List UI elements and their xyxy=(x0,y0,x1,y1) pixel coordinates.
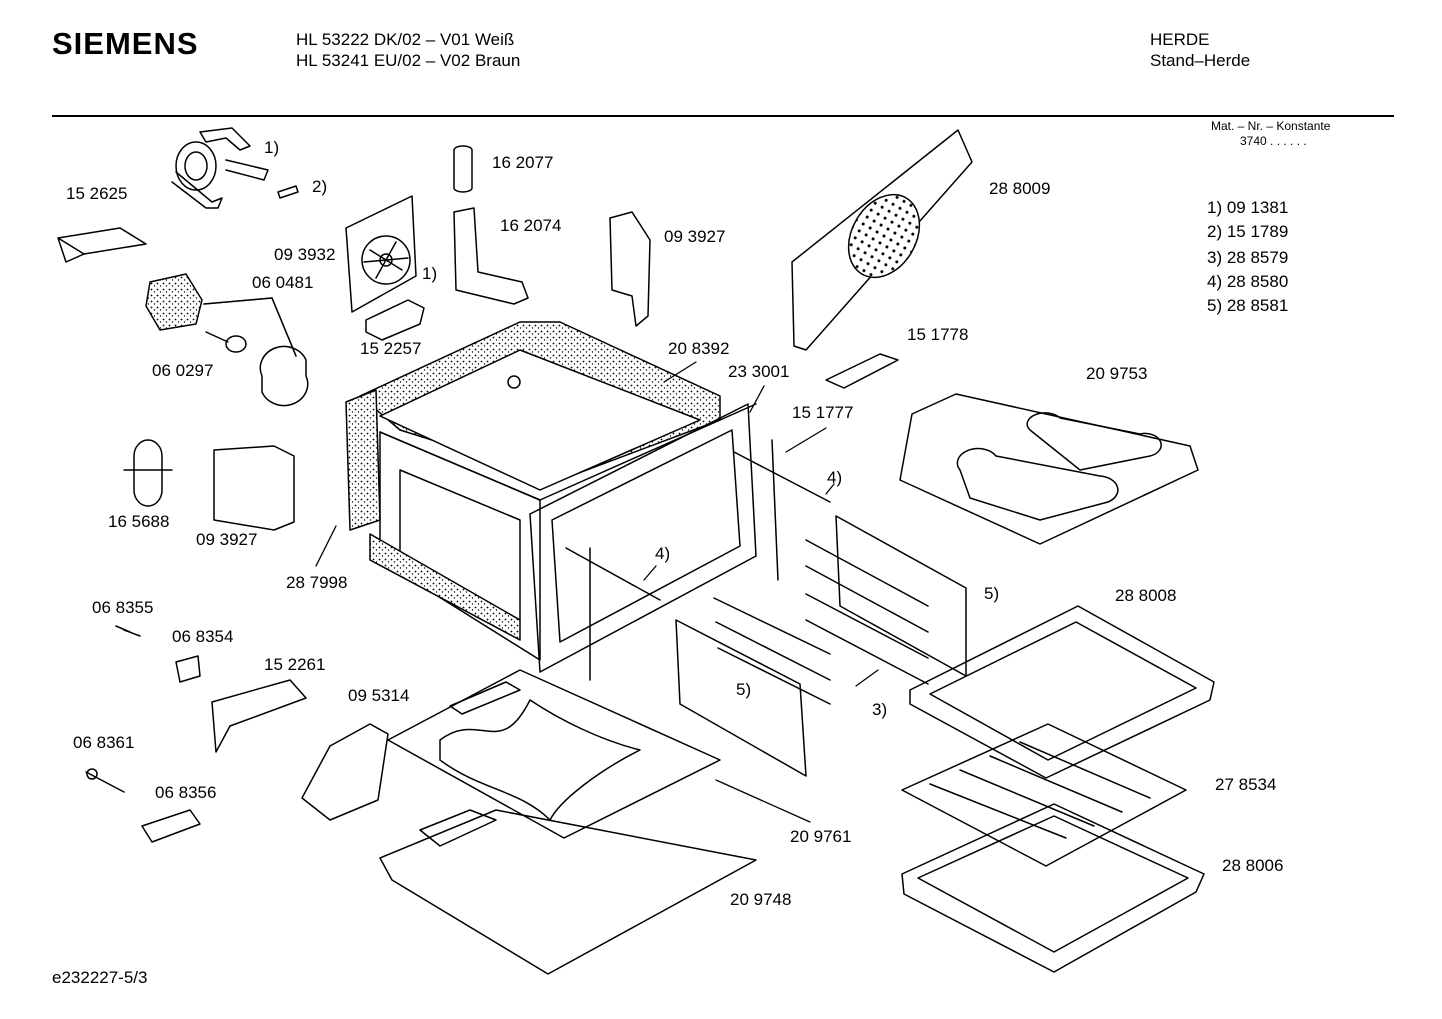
document-code: e232227-5/3 xyxy=(52,968,148,987)
terminal-block-part xyxy=(212,680,306,752)
baking-tray-upper xyxy=(910,606,1214,778)
side-bracket-part xyxy=(610,212,650,326)
part-label-ref-4a: 4) xyxy=(827,468,843,487)
part-label-209761: 20 9761 xyxy=(790,827,852,846)
part-label-ref-1b: 1) xyxy=(422,264,438,283)
wire-rack xyxy=(902,724,1186,866)
oven-cavity xyxy=(346,322,756,672)
side-rack-left xyxy=(676,598,830,776)
tube-part xyxy=(454,146,472,192)
small-plate-part xyxy=(826,354,898,388)
part-label-278534: 27 8534 xyxy=(1215,775,1277,794)
rail-upper xyxy=(734,452,830,502)
screw-part xyxy=(116,626,140,636)
part-label-287998: 28 7998 xyxy=(286,573,348,592)
part-label-152261: 15 2261 xyxy=(264,655,326,674)
bolt-part xyxy=(86,772,124,792)
top-cover-plate xyxy=(792,130,972,350)
part-label-060297: 06 0297 xyxy=(152,361,214,380)
bottom-heating-element xyxy=(388,670,720,838)
part-label-288008: 28 8008 xyxy=(1115,586,1177,605)
legend-item-1: 1) 09 1381 xyxy=(1207,198,1289,217)
leader-lines xyxy=(204,298,878,822)
l-bracket-part xyxy=(454,208,528,304)
gasket-part xyxy=(366,300,424,340)
category-1: HERDE xyxy=(1150,30,1210,49)
brand-logo: SIEMENS xyxy=(52,26,199,61)
side-rack-right xyxy=(806,516,966,684)
bottom-plate xyxy=(380,810,756,974)
part-label-288009: 28 8009 xyxy=(989,179,1051,198)
part-label-209748: 20 9748 xyxy=(730,890,792,909)
part-label-151778: 15 1778 xyxy=(907,325,969,344)
part-label-152257: 15 2257 xyxy=(360,339,422,358)
part-label-152625: 15 2625 xyxy=(66,184,128,203)
mat-nr-value: 3740 . . . . . . xyxy=(1240,134,1307,148)
part-label-233001: 23 3001 xyxy=(728,362,790,381)
lamp-part xyxy=(226,336,246,352)
legend-item-4: 4) 28 8580 xyxy=(1207,272,1289,291)
part-label-165688: 16 5688 xyxy=(108,512,170,531)
part-label-ref-1: 1) xyxy=(264,138,280,157)
part-label-288006: 28 8006 xyxy=(1222,856,1284,875)
legend-item-3: 3) 28 8579 xyxy=(1207,248,1289,267)
part-label-093927-top: 09 3927 xyxy=(664,227,726,246)
bracket-part xyxy=(58,228,146,262)
baking-tray-lower xyxy=(902,804,1204,972)
header-rule xyxy=(52,115,1394,117)
part-label-095314: 09 5314 xyxy=(348,686,410,705)
part-label-068361: 06 8361 xyxy=(73,733,135,752)
legend-item-2: 2) 15 1789 xyxy=(1207,222,1289,241)
category-2: Stand–Herde xyxy=(1150,51,1251,70)
part-label-ref-5b: 5) xyxy=(736,680,752,699)
part-label-162077: 16 2077 xyxy=(492,153,554,172)
model-line-2: HL 53241 EU/02 – V02 Braun xyxy=(296,51,521,70)
thermostat-part xyxy=(124,440,172,506)
fan-cover-part xyxy=(346,196,416,312)
part-label-151777: 15 1777 xyxy=(792,403,854,422)
mat-nr-label: Mat. – Nr. – Konstante xyxy=(1211,119,1331,133)
part-label-093932: 09 3932 xyxy=(274,245,336,264)
part-label-068354: 06 8354 xyxy=(172,627,234,646)
part-label-068355: 06 8355 xyxy=(92,598,154,617)
holder-part xyxy=(142,810,200,842)
knob-part xyxy=(260,346,307,405)
part-label-ref-4b: 4) xyxy=(655,544,671,563)
small-clip-part xyxy=(278,186,298,198)
part-label-208392: 20 8392 xyxy=(668,339,730,358)
clip-part xyxy=(176,656,200,682)
part-label-060481: 06 0481 xyxy=(252,273,314,292)
fan-motor-part xyxy=(172,128,268,208)
plate-bracket-part xyxy=(214,446,294,530)
part-label-ref-5a: 5) xyxy=(984,584,1000,603)
part-label-ref-3: 3) xyxy=(872,700,888,719)
rail-lower xyxy=(566,548,660,600)
model-line-1: HL 53222 DK/02 – V01 Weiß xyxy=(296,30,515,49)
top-heating-element xyxy=(900,394,1198,544)
part-label-093927-bottom: 09 3927 xyxy=(196,530,258,549)
part-label-ref-2: 2) xyxy=(312,177,328,196)
legend-item-5: 5) 28 8581 xyxy=(1207,296,1289,315)
part-label-209753: 20 9753 xyxy=(1086,364,1148,383)
part-label-162074: 16 2074 xyxy=(500,216,562,235)
sensor-part xyxy=(146,274,202,330)
control-bracket-part xyxy=(302,724,388,820)
part-label-068356: 06 8356 xyxy=(155,783,217,802)
